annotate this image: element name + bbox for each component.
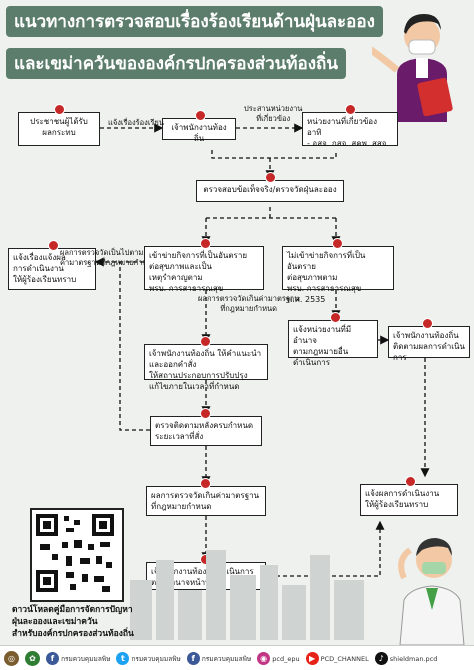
node-marker (265, 172, 276, 183)
page-title-line2: และเขม่าควันขององค์กรปกครองส่วนท้องถิ่น (6, 48, 346, 79)
edge-label-submit: แจ้งเรื่องร้องเรียน (108, 118, 164, 127)
node-marker (422, 318, 433, 329)
doctor-illustration (398, 538, 465, 645)
node-local-officer: เจ้าพนักงานท้องถิ่น (162, 118, 236, 143)
node-marker (200, 238, 211, 249)
pcd-logo-icon: ◎ (4, 650, 19, 666)
twitter-icon: t (116, 651, 130, 665)
social-instagram[interactable]: ◉ pcd_epu (257, 651, 300, 665)
city-skyline-illustration (130, 550, 364, 640)
node-hazardous-business: เข้าข่ายกิจการที่เป็นอันตราย ต่อสุขภาพแล… (144, 246, 264, 293)
edge-label-exceeds-standard: ผลการตรวจวัดเกินค่ามาตรฐาน ที่กฎหมายกำหน… (198, 294, 300, 313)
ministry-logo-icon: ✿ (25, 650, 40, 666)
node-marker (345, 104, 356, 115)
node-marker (332, 238, 343, 249)
qr-code-icon (36, 514, 114, 592)
social-tiktok[interactable]: ♪ shieldman.pcd (374, 651, 437, 665)
presenter-illustration (372, 14, 453, 122)
node-follow-up: เจ้าพนักงานท้องถิ่น ติดตามผลการดำเนินการ (388, 326, 470, 362)
node-notify-complainant-right: แจ้งผลการดำเนินงาน ให้ผู้ร้องเรียนทราบ (360, 484, 458, 516)
instagram-icon: ◉ (257, 651, 271, 665)
header: แนวทางการตรวจสอบเรื่องร้องเรียนด้านฝุ่นล… (0, 0, 474, 92)
node-not-hazardous-business: ไม่เข้าข่ายกิจการที่เป็นอันตราย ต่อสุขภา… (282, 246, 394, 304)
node-related-agencies: หน่วยงานที่เกี่ยวข้อง อาทิ - อสจ. กสจ. ส… (302, 112, 398, 148)
node-recheck: ตรวจติดตามหลังครบกำหนด ระยะเวลาที่สั่ง (150, 416, 262, 446)
node-notify-complainant-left: แจ้งเรื่องแจ้งผล การดำเนินงาน ให้ผู้ร้อง… (8, 248, 96, 290)
social-twitter[interactable]: t กรมควบคุมมลพิษ (116, 651, 181, 665)
footer-social-bar: ◎ ✿ f กรมควบคุมมลพิษ t กรมควบคุมมลพิษ f … (0, 645, 474, 670)
qr-code[interactable] (30, 508, 124, 602)
node-notify-other-agencies: แจ้งหน่วยงานที่มีอำนาจ ตามกฎหมายอื่น ดำเ… (288, 320, 378, 367)
node-marker (200, 408, 211, 419)
node-marker (200, 478, 211, 489)
node-marker (330, 312, 341, 323)
edge-label-coordinate: ประสานหน่วยงาน ที่เกี่ยวข้อง (244, 104, 303, 123)
node-complainant: ประชาชนผู้ได้รับ ผลกระทบ (18, 112, 100, 146)
node-marker (48, 240, 59, 251)
node-marker (54, 104, 65, 115)
social-facebook-1[interactable]: f กรมควบคุมมลพิษ (46, 651, 110, 665)
node-inspect: ตรวจสอบข้อเท็จจริง/ตรวจวัดฝุ่นละออง (196, 180, 344, 202)
youtube-icon: ▶ (305, 651, 319, 665)
node-marker (195, 110, 206, 121)
facebook-icon: f (186, 651, 200, 665)
node-marker (200, 336, 211, 347)
download-manual-text: ดาวน์โหลดคู่มือการจัดการปัญหา ฝุ่นละอองแ… (12, 605, 134, 639)
social-facebook-2[interactable]: f กรมควบคุมมลพิษ (186, 651, 251, 665)
node-order-improvement: เจ้าพนักงานท้องถิ่น ให้คำแนะนำและออกคำสั… (144, 344, 268, 391)
social-youtube[interactable]: ▶ PCD_CHANNEL (305, 651, 369, 665)
page-title-line1: แนวทางการตรวจสอบเรื่องร้องเรียนด้านฝุ่นล… (6, 6, 383, 37)
node-still-exceeds: ผลการตรวจวัดเกินค่ามาตรฐาน ที่กฎหมายกำหน… (146, 486, 266, 516)
edge-label-within-standard: ผลการตรวจวัดเป็นไปตาม ค่ามาตรฐานที่กฎหมา… (60, 248, 158, 267)
tiktok-icon: ♪ (374, 651, 388, 665)
node-marker (405, 476, 416, 487)
facebook-icon: f (46, 651, 59, 665)
